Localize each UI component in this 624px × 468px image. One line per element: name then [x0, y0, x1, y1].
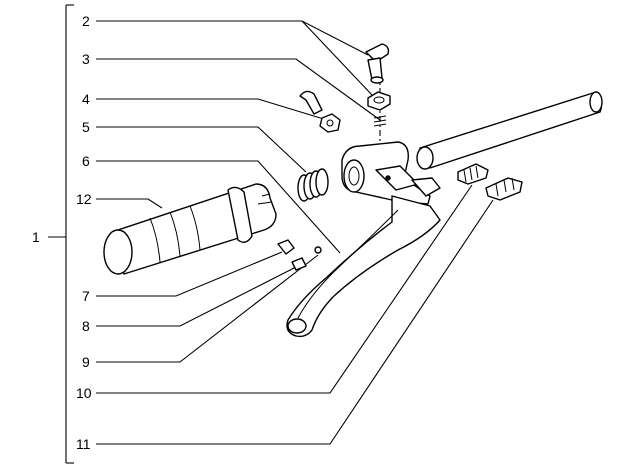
callout-label-7: 7 [82, 288, 90, 304]
callout-label-2: 2 [82, 13, 90, 29]
adjuster-screw-and-nut [299, 90, 341, 133]
small-fasteners [277, 239, 322, 271]
brake-lever [286, 195, 441, 338]
lever-bracket [341, 141, 441, 205]
callout-label-5: 5 [82, 119, 90, 135]
callout-label-6: 6 [82, 153, 90, 169]
callout-label-3: 3 [82, 51, 90, 67]
callout-label-9: 9 [82, 354, 90, 370]
callout-label-8: 8 [82, 318, 90, 334]
coil-spring [297, 168, 329, 202]
handlebar-tube [416, 91, 603, 170]
nut-and-spring [367, 91, 391, 127]
group-label: 1 [32, 229, 40, 245]
callout-label-10: 10 [76, 385, 92, 401]
leader-lines [96, 20, 494, 445]
callout-label-12: 12 [76, 191, 92, 207]
cable-adjusters [457, 163, 523, 201]
hand-grip [103, 183, 277, 275]
pivot-screw [365, 43, 390, 84]
callout-label-4: 4 [82, 91, 90, 107]
group-bracket: 1 [32, 4, 74, 464]
callout-label-11: 11 [76, 436, 91, 452]
